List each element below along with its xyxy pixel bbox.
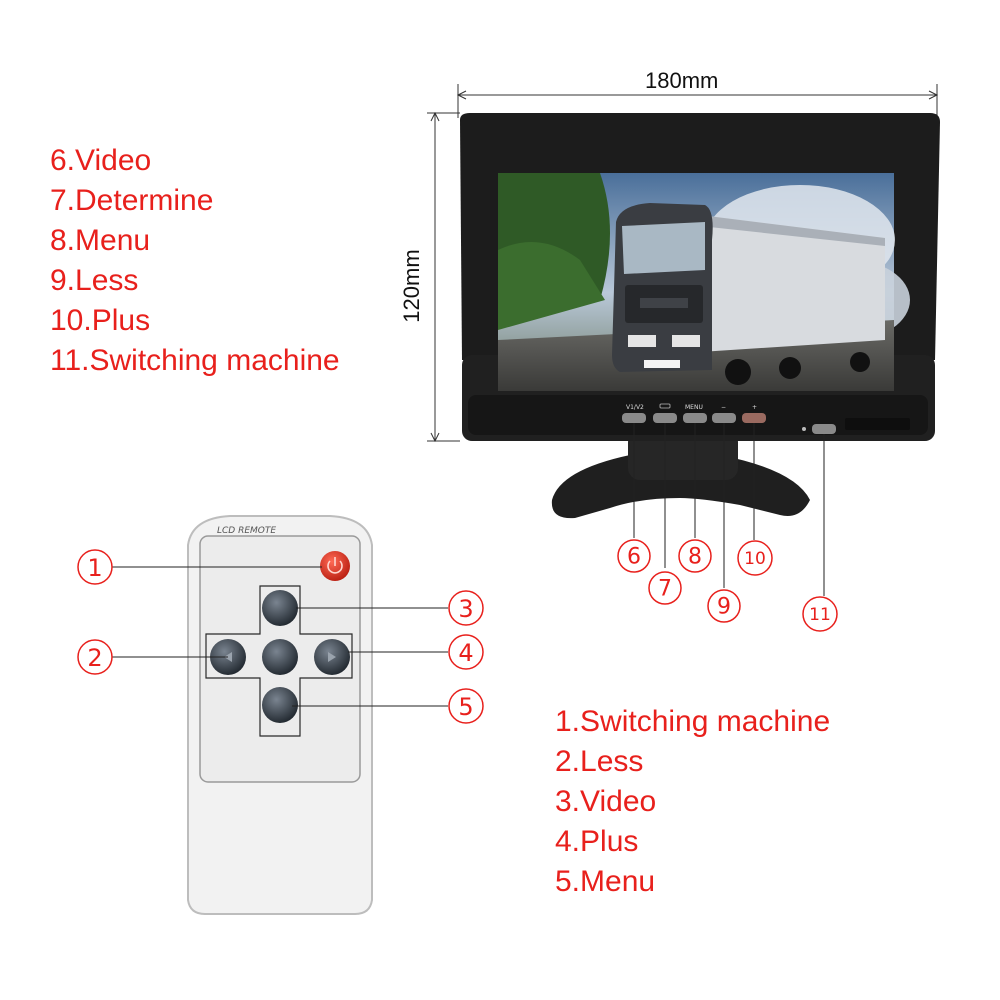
remote-center-button[interactable]: [262, 639, 298, 675]
svg-text:6: 6: [627, 545, 641, 570]
remote-brand-label: LCD REMOTE: [217, 526, 276, 536]
monitor-power-led-icon: [802, 427, 806, 431]
monitor-button-row: V1/V2 MENU − +: [622, 403, 836, 434]
callout-8: 8: [678, 539, 712, 573]
remote-video-button[interactable]: [262, 590, 298, 626]
legend-item-3: 3.Video: [555, 785, 657, 818]
callout-4: 4: [448, 634, 484, 670]
monitor-button-label-video: V1/V2: [626, 404, 644, 411]
monitor-button-legend: 6.Video 7.Determine 8.Menu 9.Less 10.Plu…: [50, 141, 340, 381]
callout-10: 10: [737, 540, 773, 576]
legend-item-6: 6.Video: [50, 144, 152, 177]
monitor-menu-button[interactable]: [683, 413, 707, 423]
remote-callouts: 1 2 3 4 5: [77, 549, 484, 724]
callout-6: 6: [617, 539, 651, 573]
svg-text:11: 11: [809, 605, 831, 625]
legend-item-11: 11.Switching machine: [50, 344, 340, 377]
callout-11: 11: [802, 596, 838, 632]
monitor-button-label-menu: MENU: [685, 404, 703, 411]
svg-text:5: 5: [458, 693, 473, 721]
monitor-stand: [551, 430, 810, 519]
legend-item-8: 8.Menu: [50, 224, 151, 257]
power-icon: [327, 557, 343, 574]
legend-item-4: 4.Plus: [555, 825, 639, 858]
svg-text:10: 10: [744, 549, 766, 569]
callout-9: 9: [707, 589, 741, 623]
svg-text:4: 4: [458, 639, 473, 667]
monitor-callout-lines: [633, 423, 825, 596]
truck-image: [612, 203, 885, 385]
callout-7: 7: [648, 571, 682, 605]
monitor-power-button[interactable]: [812, 424, 836, 434]
legend-item-1: 1.Switching machine: [555, 705, 831, 738]
svg-text:7: 7: [658, 577, 672, 602]
legend-item-7: 7.Determine: [50, 184, 214, 217]
monitor-determine-icon: [659, 403, 671, 409]
monitor-video-button[interactable]: [622, 413, 646, 423]
monitor-screen: [498, 173, 910, 391]
remote-menu-button[interactable]: [262, 687, 298, 723]
svg-text:8: 8: [688, 545, 702, 570]
svg-text:3: 3: [458, 595, 473, 623]
legend-item-2: 2.Less: [555, 745, 644, 778]
legend-item-10: 10.Plus: [50, 304, 151, 337]
monitor-button-label-less: −: [721, 404, 726, 411]
callout-5: 5: [448, 688, 484, 724]
monitor-button-label-plus: +: [752, 404, 757, 411]
legend-item-5: 5.Menu: [555, 865, 656, 898]
callout-1: 1: [77, 549, 113, 585]
svg-text:2: 2: [87, 644, 102, 672]
monitor-callouts: 6 7 8 9 10 11: [617, 539, 838, 632]
monitor-plus-button[interactable]: [742, 413, 766, 423]
height-dimension-line: [427, 111, 460, 443]
remote-button-legend: 1.Switching machine 2.Less 3.Video 4.Plu…: [555, 702, 830, 902]
width-dimension-label: 180mm: [645, 68, 719, 93]
callout-2: 2: [77, 639, 113, 675]
right-arrow-icon: [328, 652, 336, 662]
remote-callout-lines: [112, 566, 448, 707]
remote-control: LCD REMOTE: [187, 515, 373, 915]
monitor-determine-button[interactable]: [653, 413, 677, 423]
svg-text:9: 9: [717, 595, 731, 620]
width-dimension-line: [456, 84, 939, 118]
monitor-less-button[interactable]: [712, 413, 736, 423]
legend-item-9: 9.Less: [50, 264, 139, 297]
svg-text:1: 1: [87, 554, 102, 582]
callout-3: 3: [448, 590, 484, 626]
